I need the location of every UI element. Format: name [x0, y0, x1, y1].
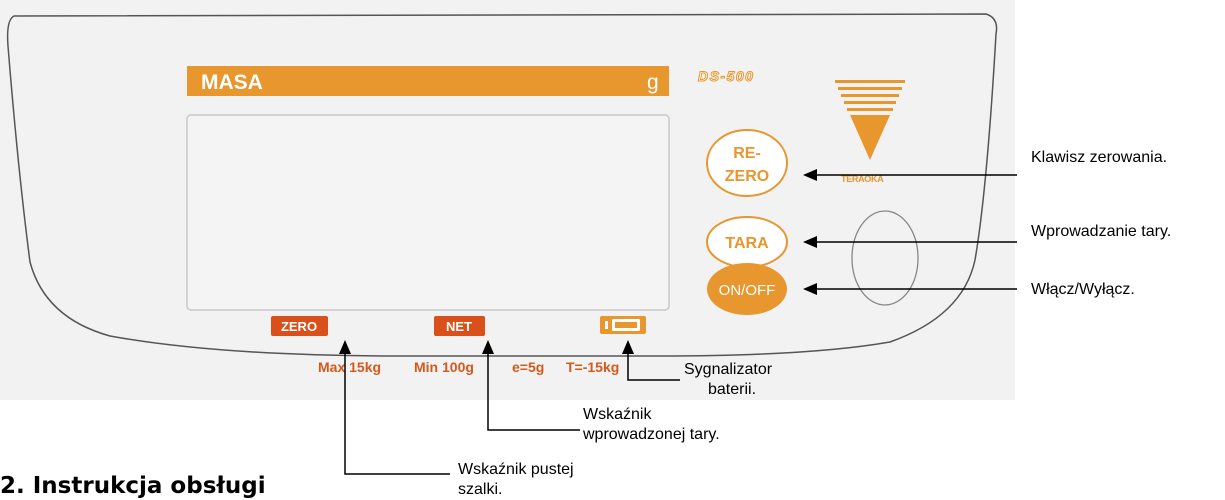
onoff-label: ON/OFF	[719, 282, 776, 299]
annotation-battery: Sygnalizator baterii.	[684, 360, 772, 400]
net-indicator	[434, 316, 485, 336]
display-window	[186, 114, 670, 311]
spec-t: T=-15kg	[566, 359, 619, 375]
side-recess	[851, 210, 919, 306]
leader-net	[487, 354, 580, 431]
battery-indicator	[600, 316, 646, 334]
annotation-net: Wskaźnik wprowadzonej tary.	[583, 405, 720, 445]
annotation-zero-line2: szalki.	[458, 481, 503, 498]
model-name: DS-500	[698, 68, 754, 84]
panel-outline	[6, 13, 998, 357]
section-heading: 2. Instrukcja obsługi	[0, 473, 266, 499]
rezero-label-line1: RE-	[733, 145, 761, 162]
annotation-zero: Wskaźnik pustej szalki.	[458, 460, 574, 500]
arrow-rezero	[803, 169, 817, 181]
rezero-button[interactable]: RE- ZERO	[706, 129, 788, 197]
arrow-tara	[803, 236, 817, 248]
teraoka-logo: TERAOKA	[835, 80, 905, 184]
annotation-net-line1: Wskaźnik	[583, 406, 652, 423]
onoff-button[interactable]: ON/OFF	[707, 263, 787, 315]
spec-min: Min 100g	[414, 359, 474, 375]
display-label: MASA	[201, 71, 263, 94]
arrow-net	[482, 340, 494, 354]
zero-indicator-label: ZERO	[281, 319, 317, 334]
display-unit: g	[647, 71, 659, 94]
annotation-net-line2: wprowadzonej tary.	[583, 426, 720, 443]
tara-label: TARA	[725, 235, 769, 252]
spec-e: e=5g	[512, 359, 544, 375]
spec-max: Max 15kg	[318, 359, 381, 375]
net-indicator-label: NET	[446, 319, 472, 334]
annotation-tara: Wprowadzanie tary.	[1031, 223, 1172, 240]
annotation-battery-line1: Sygnalizator	[684, 361, 773, 378]
leader-battery	[627, 354, 680, 381]
annotation-zero-line1: Wskaźnik pustej	[458, 461, 574, 478]
annotation-rezero: Klawisz zerowania.	[1031, 149, 1168, 166]
arrow-zero	[339, 340, 351, 354]
arrow-onoff	[803, 283, 817, 295]
annotation-battery-line2: baterii.	[708, 381, 757, 398]
annotation-onoff: Włącz/Wyłącz.	[1031, 281, 1135, 298]
display-header-bar	[187, 66, 669, 96]
zero-indicator	[271, 316, 328, 336]
tara-button[interactable]: TARA	[706, 216, 788, 268]
leader-zero	[344, 354, 450, 475]
leader-lines	[339, 169, 1017, 475]
brand-name: TERAOKA	[841, 174, 884, 184]
rezero-label-line2: ZERO	[725, 168, 769, 185]
arrow-battery	[622, 340, 634, 354]
